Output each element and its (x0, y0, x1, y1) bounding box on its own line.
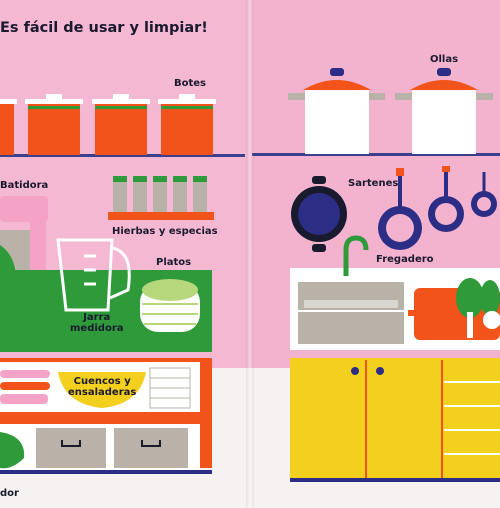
book-gutter (246, 0, 254, 508)
spice-jars (108, 176, 214, 220)
label-cuencos: Cuencos y ensaladeras (68, 376, 137, 398)
yellow-cabinets (290, 358, 500, 482)
left-shelf (0, 154, 245, 157)
label-colador: dor (0, 488, 19, 499)
label-hierbas: Hierbas y especias (112, 226, 218, 237)
label-jarra: Jarra medidora (70, 312, 124, 334)
label-botes: Botes (174, 78, 207, 89)
label-ollas: Ollas (430, 54, 459, 65)
right-shelf (252, 153, 500, 156)
left-lower-cabinet (0, 358, 212, 474)
plates (140, 279, 200, 332)
canisters (0, 94, 216, 155)
label-platos: Platos (156, 257, 192, 268)
measuring-jug (56, 238, 131, 312)
pans (291, 166, 497, 252)
sink-counter (290, 235, 500, 350)
pots (288, 68, 493, 154)
label-fregadero: Fregadero (376, 254, 434, 265)
label-batidora: Batidora (0, 180, 49, 191)
page-title: Es fácil de usar y limpiar! (0, 20, 208, 36)
label-sartenes: Sartenes (348, 178, 399, 189)
